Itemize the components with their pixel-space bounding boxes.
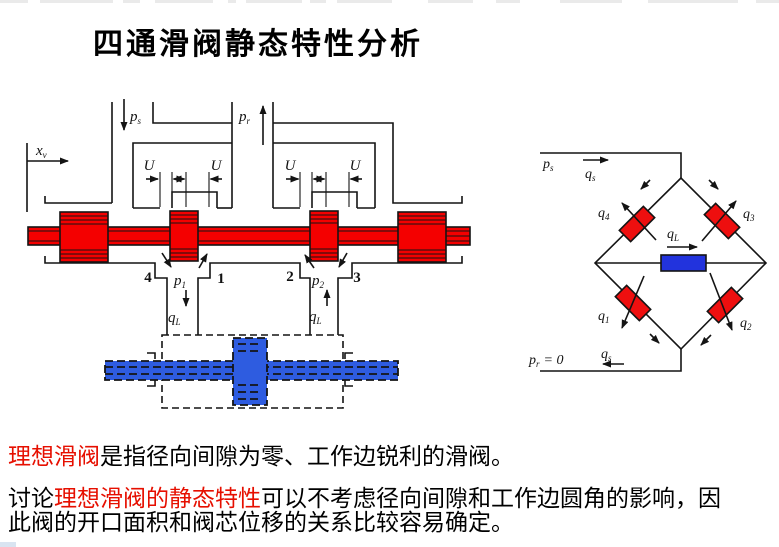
- blue-land: [232, 337, 268, 406]
- top-artifact: [0, 0, 28, 3]
- flow-arrows: [27, 99, 362, 307]
- p1-label: p1: [173, 273, 186, 290]
- measure-ticks: [159, 172, 350, 207]
- bridge-ql-label: qL: [667, 227, 679, 243]
- top-artifact: [560, 0, 622, 3]
- xv-label: xv: [35, 143, 47, 160]
- slide-title: 四通滑阀静态特性分析: [93, 28, 423, 61]
- orifice-stroke-arrow: [709, 272, 733, 331]
- edge-flow-arrow: [700, 334, 712, 346]
- top-artifact: [40, 0, 113, 3]
- orifice-q4: [618, 205, 656, 243]
- bridge-ps-label: ps: [542, 157, 554, 173]
- body-text-segment: 此阀的开口面积和阀芯位移的关系比较容易确定。: [8, 509, 514, 535]
- highlight-text: 理想滑阀: [8, 443, 100, 469]
- u-label: U: [144, 158, 156, 174]
- orifice-q3: [703, 202, 741, 240]
- pr-zero-label: pr= 0: [528, 353, 563, 369]
- top-artifact: [228, 0, 236, 3]
- orifice-stroke-arrow: [621, 202, 657, 241]
- hydraulic-bridge-diagram: ps qs q4 q3 qL q1 q2 pr= 0 qs: [528, 152, 768, 372]
- p2-label: p2: [311, 273, 325, 290]
- ps-label: ps: [129, 109, 142, 126]
- sleeve-edge-marks: [147, 352, 353, 387]
- port-flow-arrow: [338, 252, 348, 268]
- q4-label: q4: [598, 206, 610, 222]
- port-2-label: 2: [286, 269, 294, 285]
- edge-flow-arrow: [640, 179, 651, 190]
- paragraph-2-line-1: 讨论理想滑阀的静态特性可以不考虑径向间隙和工作边圆角的影响，因: [8, 486, 778, 510]
- port-flow-arrow: [161, 252, 172, 268]
- pr-label: pr: [238, 109, 251, 126]
- body-text-segment: 是指径向间隙为零、工作边锐利的滑阀。: [100, 443, 514, 469]
- top-artifact: [648, 0, 738, 3]
- ql-right-label: qL: [309, 309, 322, 326]
- port-1-label: 1: [217, 271, 225, 287]
- q2-label: q2: [740, 316, 752, 332]
- u-label: U: [285, 158, 297, 174]
- dashed-outline: [161, 334, 344, 409]
- spool-valve-diagram: xv ps pr U U U U 4 1 2 3 p1 p2 qL qL: [26, 99, 471, 409]
- top-artifact: [155, 0, 213, 3]
- top-artifact: [428, 0, 473, 3]
- edge-flow-arrow: [708, 179, 719, 190]
- top-artifact: [246, 0, 302, 3]
- edge-flow-arrow: [649, 333, 660, 344]
- highlight-text: 理想滑阀的静态特性: [54, 485, 261, 511]
- valve-body-lines: [26, 102, 463, 335]
- top-artifact: [337, 0, 392, 3]
- body-text: 理想滑阀是指径向间隙为零、工作边锐利的滑阀。 讨论理想滑阀的静态特性可以不考虑径…: [8, 444, 778, 534]
- spool: [27, 210, 471, 263]
- orifice-q2: [706, 286, 744, 324]
- bridge-arrows: [583, 156, 737, 368]
- body-text-segment: 可以不考虑径向间隙和工作边圆角的影响，因: [261, 485, 721, 511]
- blue-land-lines: [238, 343, 262, 400]
- port-3-label: 3: [353, 270, 361, 286]
- orifice-stroke-arrow: [701, 200, 737, 242]
- bridge-qs-top-label: qs: [585, 167, 596, 183]
- ql-left-label: qL: [168, 310, 181, 327]
- body-text-segment: 讨论: [8, 485, 54, 511]
- load-block: [660, 254, 707, 272]
- top-artifact: [496, 0, 520, 3]
- q3-label: q3: [743, 207, 755, 223]
- q1-label: q1: [598, 309, 610, 325]
- port-flow-arrow: [198, 253, 208, 269]
- bridge-qs-bottom-label: qs: [601, 347, 612, 363]
- land-stripes: [60, 214, 446, 259]
- paragraph-2-line-2: 此阀的开口面积和阀芯位移的关系比较容易确定。: [8, 510, 778, 534]
- paragraph-1: 理想滑阀是指径向间隙为零、工作边锐利的滑阀。: [8, 444, 778, 468]
- top-artifact: [756, 0, 779, 3]
- ideal-valve-dashed-assembly: [104, 334, 399, 409]
- orifice-stroke-arrow: [621, 275, 645, 329]
- bridge-lines: [540, 152, 768, 372]
- top-artifact: [123, 0, 140, 3]
- bottom-edge-artifact: [0, 542, 16, 547]
- port-4-label: 4: [144, 270, 152, 286]
- top-artifact: [310, 0, 326, 3]
- u-label: U: [211, 158, 223, 174]
- port-flow-arrow: [304, 254, 315, 269]
- u-label: U: [350, 158, 362, 174]
